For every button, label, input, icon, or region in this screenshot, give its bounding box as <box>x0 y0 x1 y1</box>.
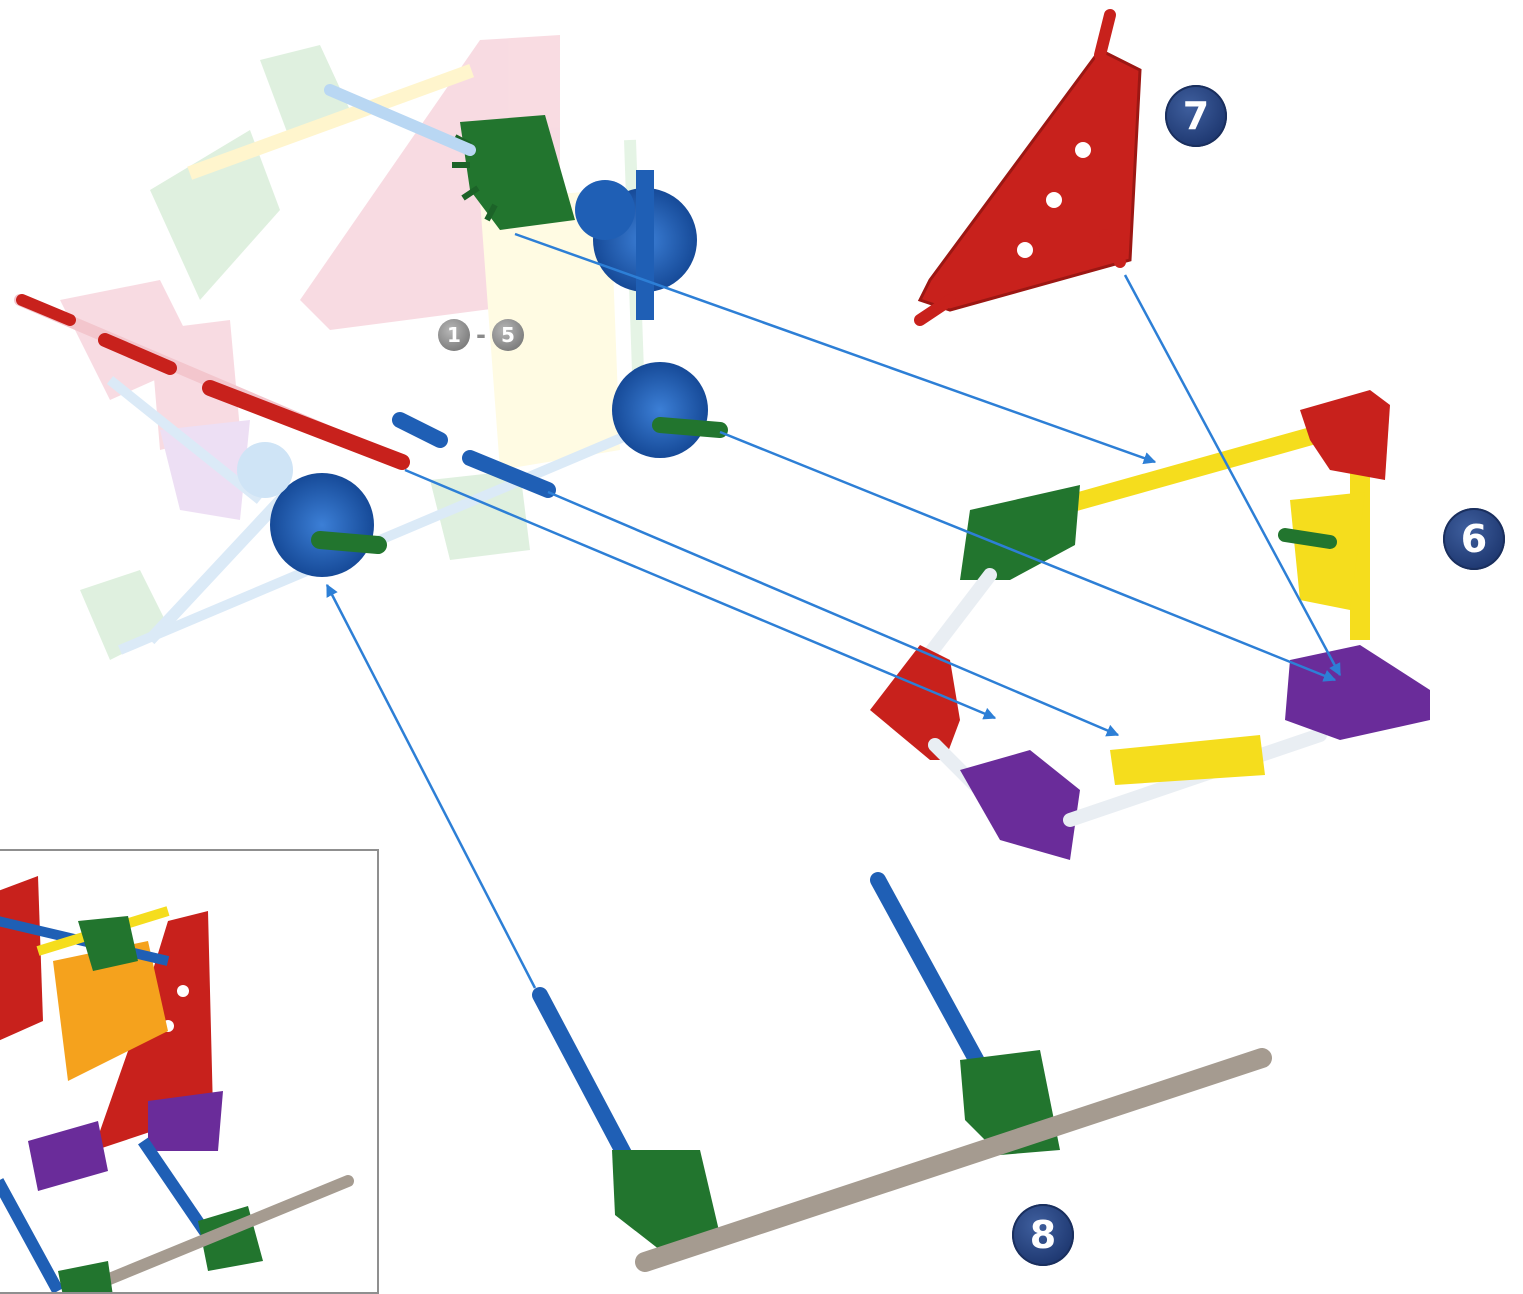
arrow-leg-to-gear <box>325 583 537 989</box>
blue-gear-middle <box>612 362 728 458</box>
faded-previous-assembly <box>60 35 646 660</box>
blue-gear-lower <box>237 442 387 577</box>
step-7-badge: 7 <box>1165 85 1227 147</box>
previous-step-start: 1 <box>438 319 470 351</box>
blue-rod <box>462 450 556 498</box>
finished-model-inset <box>0 849 379 1294</box>
previous-steps-label: 1 - 5 <box>438 318 524 352</box>
previous-step-separator: - <box>476 321 486 349</box>
arrow-triangle-to-purple <box>1123 274 1342 677</box>
arrow-red-rod-to-frame <box>404 468 997 720</box>
previous-step-end: 5 <box>491 319 524 351</box>
red-triangle-panel <box>914 9 1142 326</box>
leg-assembly <box>532 872 1272 1272</box>
inset-illustration <box>0 876 354 1292</box>
step-8-badge: 8 <box>1012 1204 1074 1266</box>
arrow-blue-rod-to-yellow <box>547 490 1120 737</box>
frame-assembly <box>870 390 1430 860</box>
arrow-green-to-yellow-rod <box>514 232 1157 465</box>
grey-rod <box>635 1048 1272 1272</box>
red-rod <box>202 380 410 470</box>
arrow-gear-to-purple <box>719 430 1337 682</box>
step-6-badge: 6 <box>1443 508 1505 570</box>
assembly-arrows <box>325 232 1342 989</box>
